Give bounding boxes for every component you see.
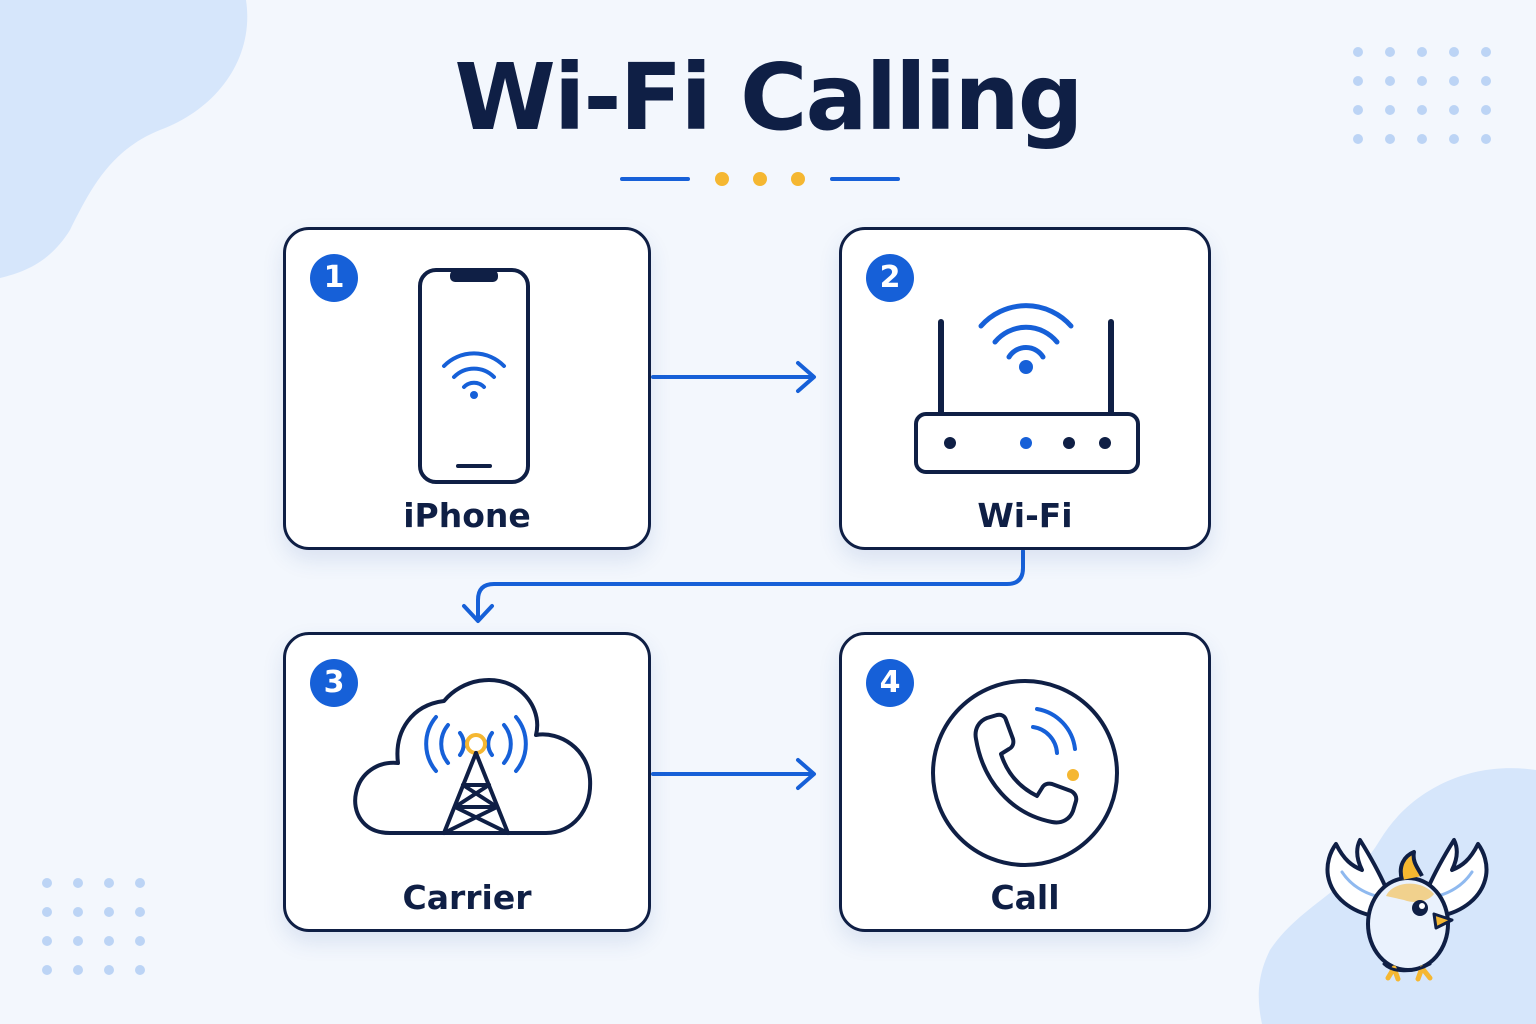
step-card-iphone: 1 iPhone <box>283 227 651 550</box>
decorative-dot <box>42 907 52 917</box>
decorative-dot <box>1353 134 1363 144</box>
decorative-dot <box>1449 76 1459 86</box>
decorative-dot <box>1385 134 1395 144</box>
step-card-call: 4 Call <box>839 632 1211 932</box>
bird-mascot-icon <box>1325 838 1489 982</box>
decorative-dot <box>1385 105 1395 115</box>
step-card-wifi: 2 Wi-Fi <box>839 227 1211 550</box>
decorative-dot <box>1353 47 1363 57</box>
decorative-dot <box>104 878 114 888</box>
decorative-dot <box>73 965 83 975</box>
router-icon <box>914 303 1140 474</box>
decorative-dot <box>1449 47 1459 57</box>
decorative-dot <box>1481 134 1491 144</box>
decorative-dot <box>1417 76 1427 86</box>
arrow-step3-to-step4 <box>651 758 816 790</box>
decorative-dot <box>73 936 83 946</box>
step-label: Wi-Fi <box>977 496 1073 535</box>
dot-grid-top-right <box>1353 47 1491 144</box>
decorative-dot <box>73 907 83 917</box>
decorative-dot <box>1481 76 1491 86</box>
decorative-dot <box>73 878 83 888</box>
decorative-dot <box>1481 47 1491 57</box>
decorative-dot <box>42 878 52 888</box>
decorative-dot <box>42 936 52 946</box>
decorative-dot <box>104 907 114 917</box>
decorative-dot <box>135 936 145 946</box>
dot-grid-bottom-left <box>42 878 145 975</box>
step-number-badge: 3 <box>310 659 358 707</box>
arrow-step1-to-step2 <box>651 361 816 393</box>
decorative-dot <box>1353 76 1363 86</box>
step-label: Carrier <box>402 878 532 917</box>
step-number-badge: 4 <box>866 659 914 707</box>
decorative-dot <box>104 965 114 975</box>
decorative-dot <box>1417 134 1427 144</box>
decorative-dot <box>1449 134 1459 144</box>
decorative-dot <box>1417 105 1427 115</box>
decorative-dot <box>135 907 145 917</box>
decorative-dot <box>135 878 145 888</box>
decorative-dot <box>1417 47 1427 57</box>
decorative-dot <box>135 965 145 975</box>
decorative-dot <box>1385 76 1395 86</box>
step-number-badge: 2 <box>866 254 914 302</box>
iphone-icon <box>418 268 530 484</box>
step-number-badge: 1 <box>310 254 358 302</box>
top-left-blob <box>0 0 248 278</box>
title-underline-ornament <box>620 172 900 186</box>
cell-tower-cloud-icon <box>353 677 593 835</box>
step-card-carrier: 3 Carrier <box>283 632 651 932</box>
step-label: Call <box>990 878 1060 917</box>
diagram-title: Wi-Fi Calling <box>454 44 1083 151</box>
arrow-step2-to-step3 <box>462 549 1025 623</box>
decorative-dot <box>104 936 114 946</box>
decorative-dot <box>1353 105 1363 115</box>
decorative-dot <box>1481 105 1491 115</box>
decorative-dot <box>1449 105 1459 115</box>
phone-call-icon <box>931 679 1119 867</box>
step-label: iPhone <box>403 496 531 535</box>
decorative-dot <box>42 965 52 975</box>
decorative-dot <box>1385 47 1395 57</box>
